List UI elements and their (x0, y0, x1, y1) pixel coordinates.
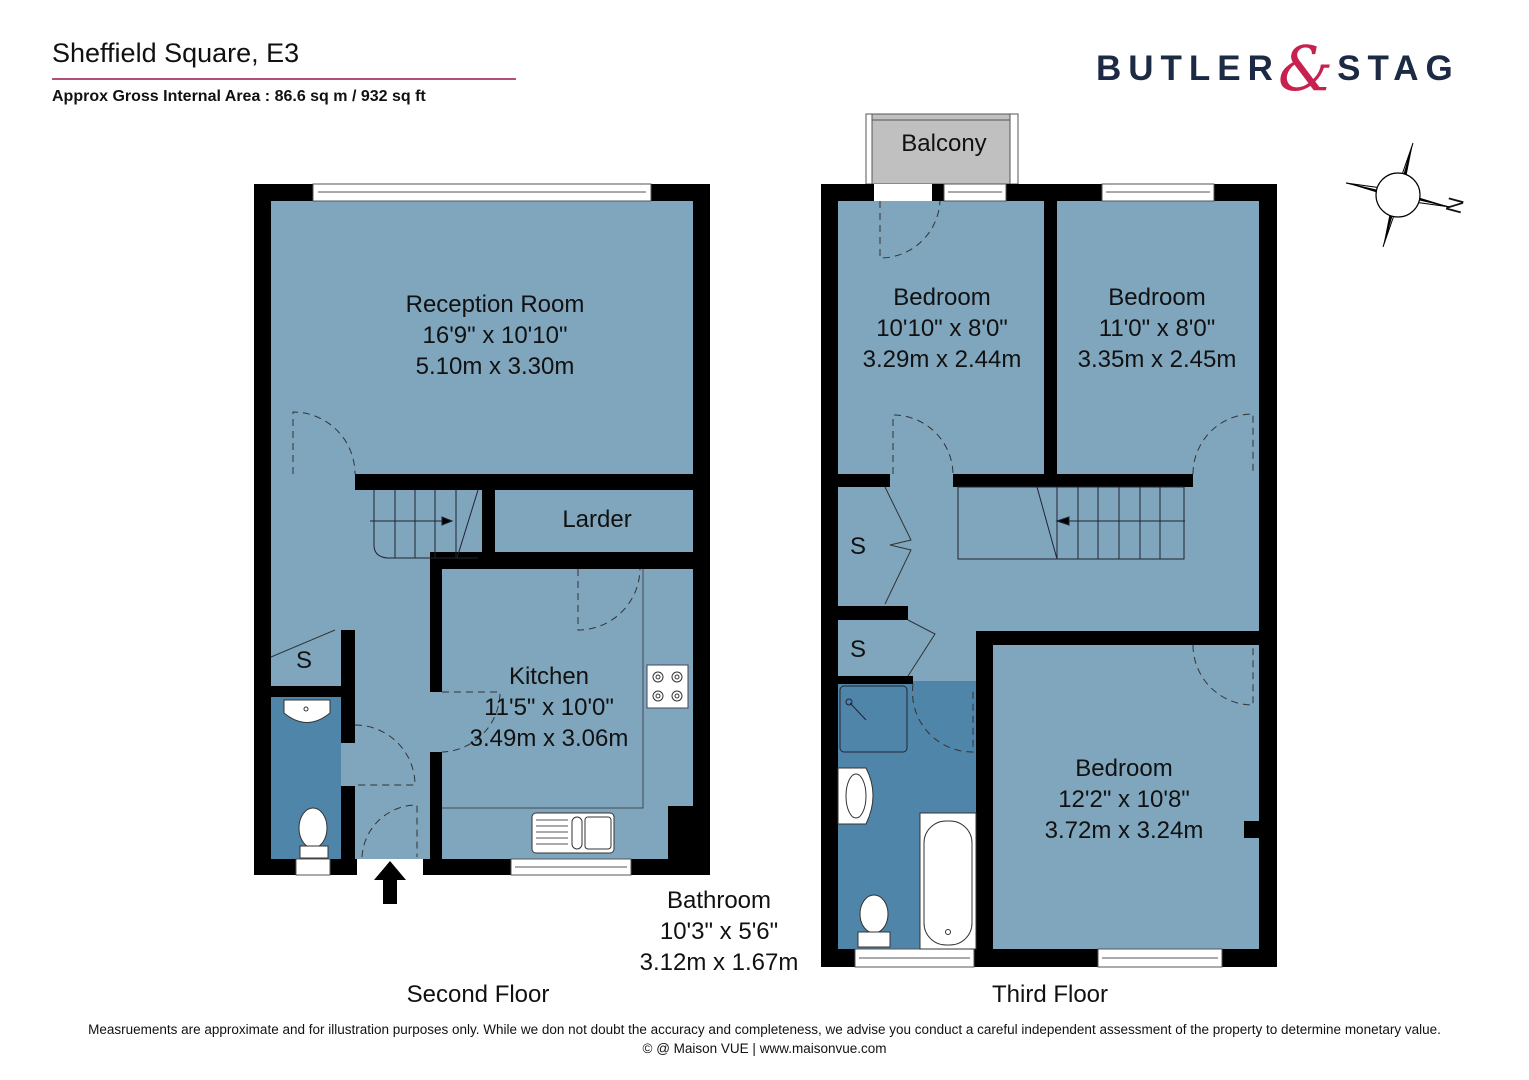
bathroom-metric: 3.12m x 1.67m (640, 949, 799, 976)
entrance-arrow-icon (374, 861, 406, 904)
balcony-label: Balcony (901, 130, 986, 157)
bedroom-1-imperial: 10'10" x 8'0" (876, 315, 1008, 342)
bathroom-basin-icon (837, 767, 874, 825)
storage-label: S (296, 647, 312, 674)
brand-word-stag: STAG (1337, 49, 1460, 88)
brand-word-butler: BUTLER (1096, 49, 1280, 88)
second-floor-plan (254, 183, 710, 904)
bedroom-1-metric: 3.29m x 2.44m (863, 346, 1022, 373)
bedroom-2-label: Bedroom (1108, 284, 1205, 311)
brand-ampersand: & (1277, 32, 1334, 105)
disclaimer-text: Measruements are approximate and for ill… (88, 1022, 1441, 1037)
bedroom-3-label: Bedroom (1075, 755, 1172, 782)
hob-icon (646, 664, 689, 709)
credit-text: © @ Maison VUE | www.maisonvue.com (642, 1041, 887, 1056)
gross-area-text: Approx Gross Internal Area : 86.6 sq m /… (52, 88, 426, 105)
bathtub-icon (919, 812, 977, 950)
second-floor-label: Second Floor (407, 981, 550, 1008)
kitchen-label: Kitchen (509, 663, 589, 690)
wc-basin-icon (283, 699, 331, 723)
bedroom-1-label: Bedroom (893, 284, 990, 311)
room-labels: Reception Room 16'9" x 10'10" 5.10m x 3.… (296, 130, 1236, 1008)
third-floor-plan (821, 113, 1277, 968)
sink-icon (531, 812, 615, 854)
bathroom-imperial: 10'3" x 5'6" (660, 918, 778, 945)
compass-north-label: N (1441, 194, 1469, 216)
bedroom-2-imperial: 11'0" x 8'0" (1099, 315, 1216, 342)
bedroom-3-metric: 3.72m x 3.24m (1045, 817, 1204, 844)
storage-label: S (850, 533, 866, 560)
shower-icon (839, 685, 908, 753)
brand-logo: BUTLER & STAG (1096, 34, 1460, 104)
kitchen-metric: 3.49m x 3.06m (470, 725, 629, 752)
larder-label: Larder (562, 506, 631, 533)
reception-room-label: Reception Room (406, 291, 585, 318)
kitchen-imperial: 11'5" x 10'0" (484, 694, 614, 721)
toilet-icon (857, 894, 891, 948)
storage-label: S (850, 636, 866, 663)
title-divider (52, 78, 516, 80)
reception-room-metric: 5.10m x 3.30m (416, 353, 575, 380)
property-title: Sheffield Square, E3 (52, 38, 300, 68)
bedroom-3-imperial: 12'2" x 10'8" (1058, 786, 1190, 813)
footer: Measruements are approximate and for ill… (0, 1020, 1529, 1058)
bathroom-label: Bathroom (667, 887, 771, 914)
bedroom-2-metric: 3.35m x 2.45m (1078, 346, 1237, 373)
compass-icon: N (1345, 142, 1469, 248)
third-floor-label: Third Floor (992, 981, 1108, 1008)
toilet-icon (298, 807, 329, 859)
reception-room-imperial: 16'9" x 10'10" (423, 322, 568, 349)
